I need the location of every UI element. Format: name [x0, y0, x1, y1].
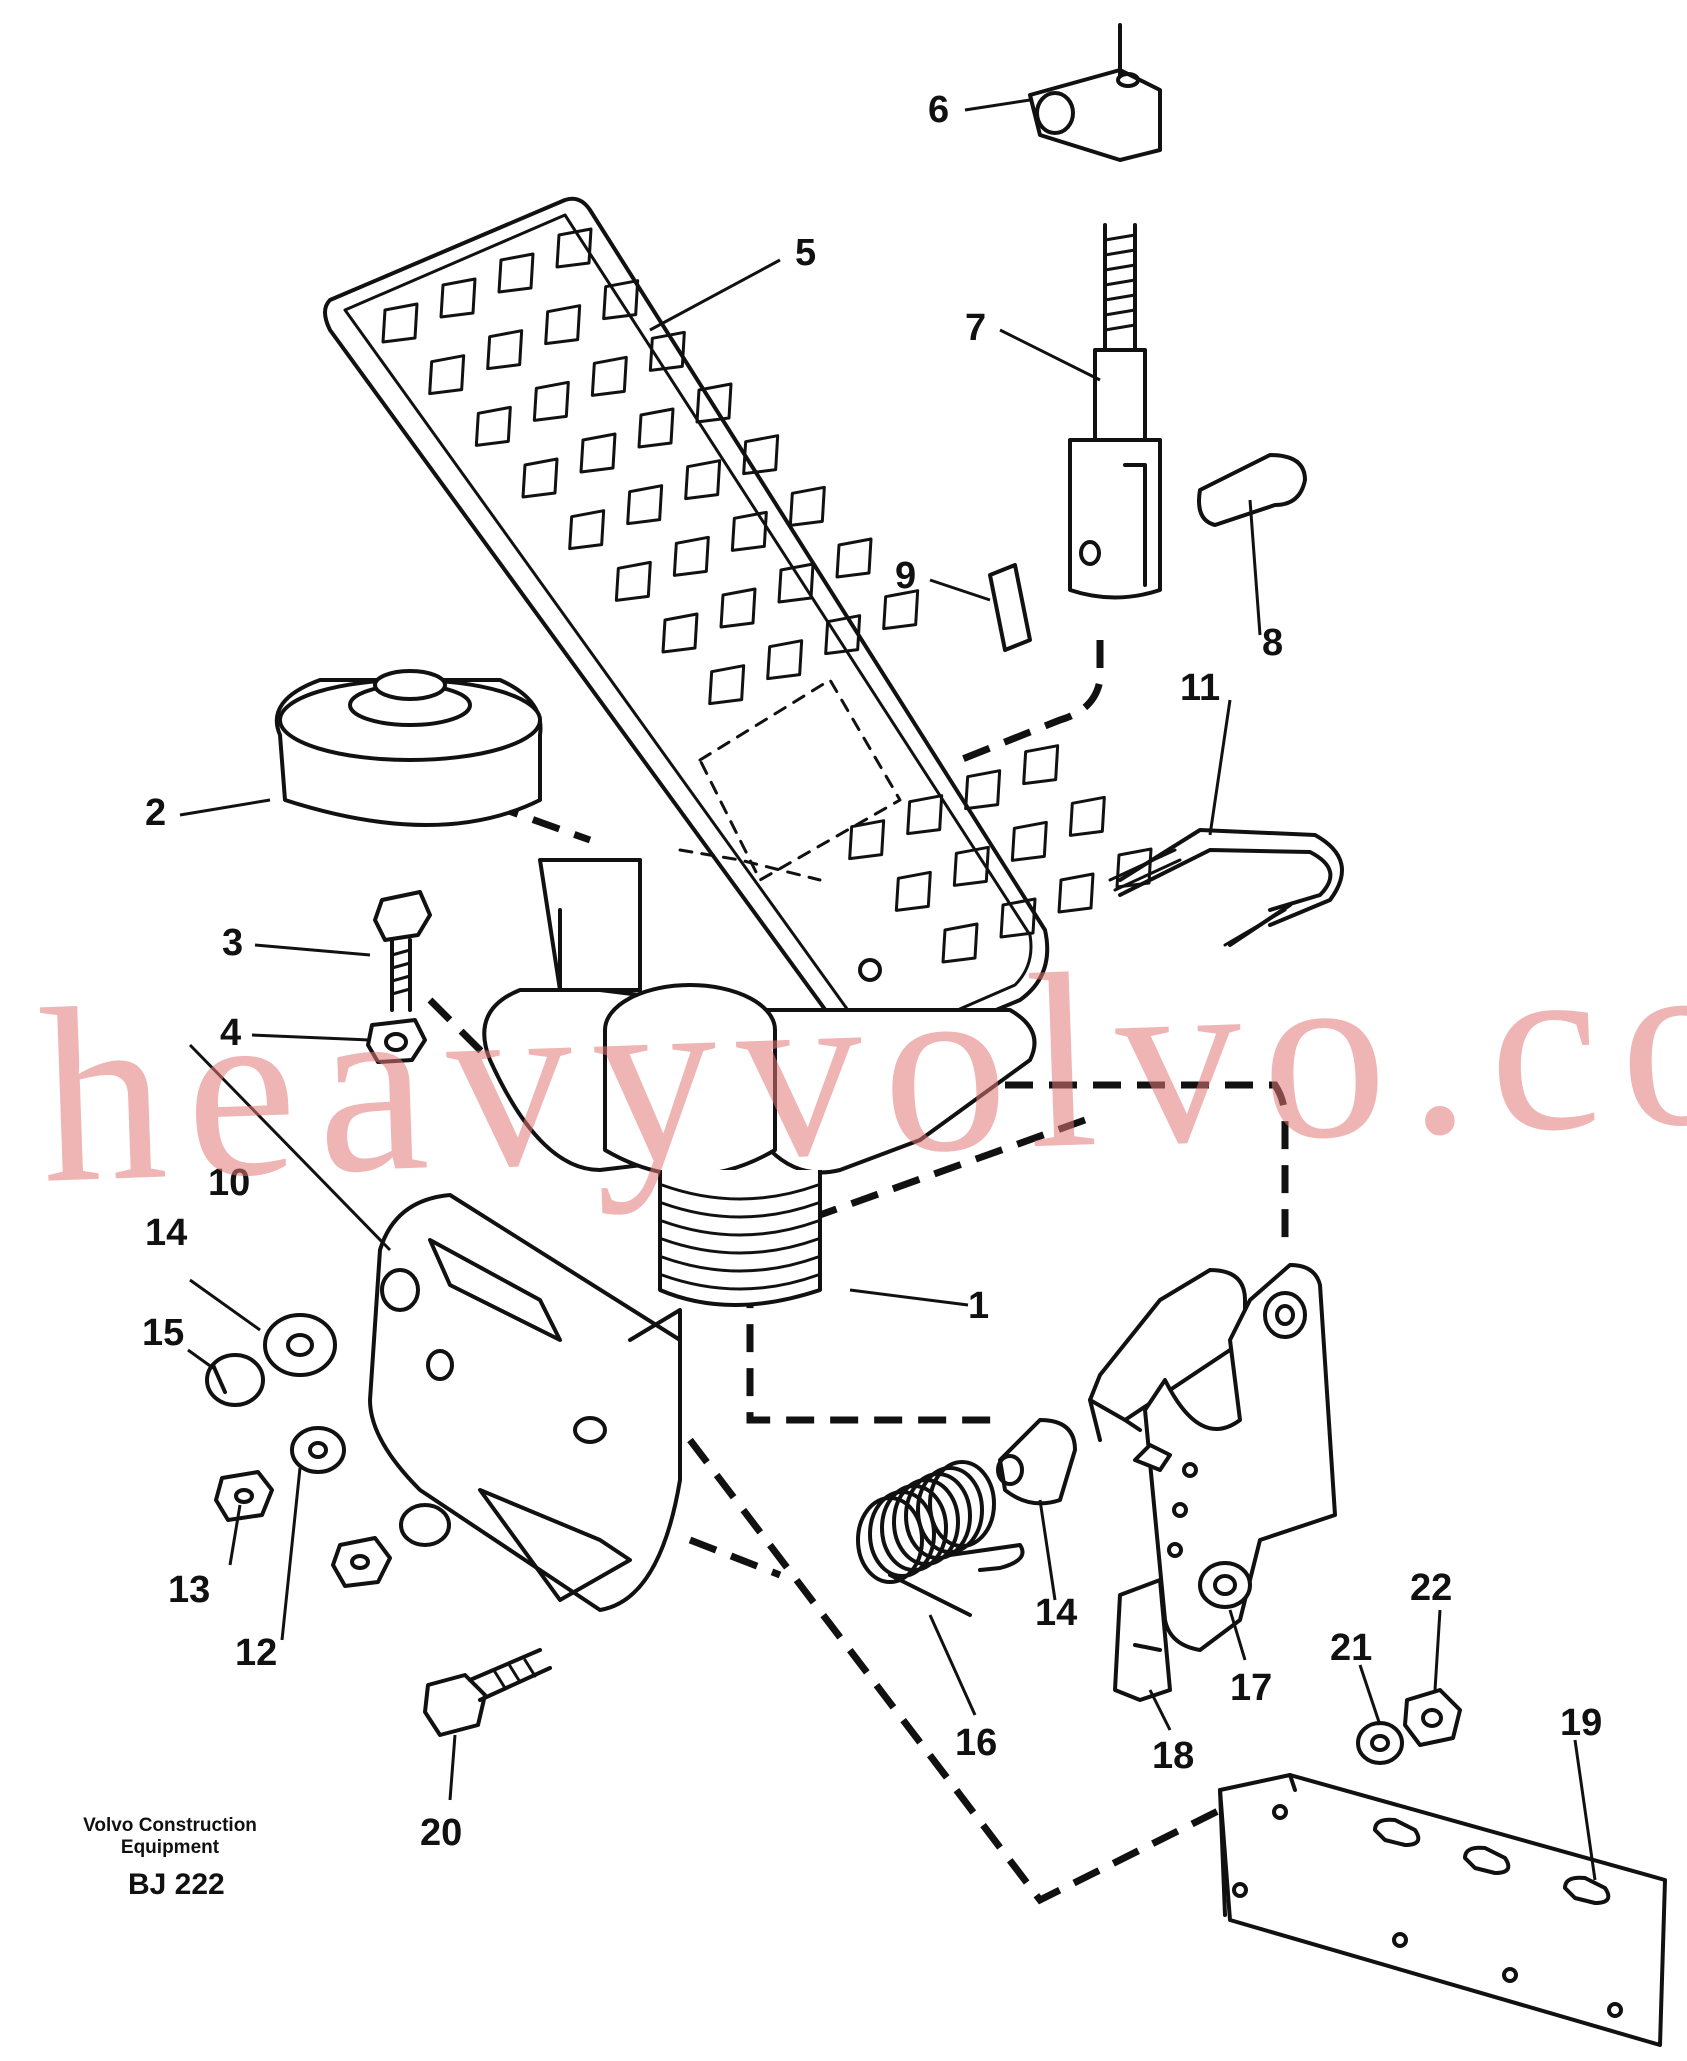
- grip-cell: [882, 589, 920, 631]
- ring-line: [660, 1273, 820, 1291]
- ring-line: [660, 1201, 820, 1219]
- grip-cell: [684, 459, 722, 501]
- mounting-plate: [1218, 1688, 1667, 2047]
- grip-cell: [602, 279, 640, 321]
- rubber-bump-stop: [274, 669, 543, 827]
- grip-cell: [894, 870, 932, 912]
- callout-7: 7: [965, 307, 986, 349]
- callout-labels: 1 2 3 4 5 6 7 8 9 10 11 12 13 14 14 15 1…: [142, 89, 1602, 1854]
- callout-18: 18: [1152, 1735, 1194, 1777]
- leader-lines: [179, 98, 1597, 1881]
- callout-8: 8: [1262, 622, 1283, 664]
- grip-cell: [708, 664, 746, 706]
- callout-17: 17: [1230, 1667, 1272, 1709]
- grip-cell: [497, 252, 535, 294]
- return-spring: [856, 1460, 1025, 1617]
- grip-cell: [835, 537, 873, 579]
- grip-cell: [532, 380, 570, 422]
- grip-cell: [906, 794, 944, 836]
- grip-cell: [661, 612, 699, 654]
- manufacturer-caption: Volvo Construction Equipment: [80, 1815, 260, 1859]
- screw-and-nut: [366, 890, 432, 1064]
- callout-2: 2: [145, 792, 166, 834]
- grip-cell: [637, 407, 675, 449]
- callout-14a: 14: [145, 1212, 187, 1254]
- ring-line: [660, 1183, 820, 1201]
- callout-15: 15: [142, 1312, 184, 1354]
- grip-cell: [474, 405, 512, 447]
- washers-and-nuts: [205, 1313, 451, 1588]
- spring-rings: [660, 1183, 820, 1291]
- callout-5: 5: [795, 232, 816, 274]
- grip-cell: [824, 614, 862, 656]
- callout-11: 11: [1180, 667, 1220, 709]
- grip-cell: [719, 587, 757, 629]
- grip-cell: [941, 922, 979, 964]
- grip-cell: [730, 510, 768, 552]
- pedal-grip-pattern: [381, 227, 1153, 964]
- ring-line: [660, 1219, 820, 1237]
- grip-cell: [952, 845, 990, 887]
- lever-plate: [1088, 1263, 1337, 1702]
- grip-cell: [521, 457, 559, 499]
- grip-cell: [672, 535, 710, 577]
- spring-coil: [928, 1460, 996, 1548]
- callout-14b: 14: [1035, 1592, 1077, 1634]
- callout-12: 12: [235, 1632, 277, 1674]
- ring-line: [660, 1255, 820, 1273]
- callout-3: 3: [222, 922, 243, 964]
- grip-cell: [614, 560, 652, 602]
- callout-13: 13: [168, 1569, 210, 1611]
- grip-cell: [788, 485, 826, 527]
- rod-assembly: [988, 23, 1307, 652]
- grip-cell: [777, 562, 815, 604]
- grip-cell: [1057, 872, 1095, 914]
- grip-cell: [579, 432, 617, 474]
- callout-4: 4: [220, 1012, 241, 1054]
- cable: [1108, 828, 1344, 947]
- callout-16: 16: [955, 1722, 997, 1764]
- mounting-bracket: [368, 1193, 682, 1612]
- grip-cell: [486, 329, 524, 371]
- grip-cell: [695, 382, 733, 424]
- grip-cell: [428, 354, 466, 396]
- grip-cell: [1068, 795, 1106, 837]
- drawing-code: BJ 222: [128, 1868, 225, 1901]
- grip-cell: [766, 639, 804, 681]
- grip-cell: [1010, 820, 1048, 862]
- grip-cell: [568, 509, 606, 551]
- caption-line-2: Equipment: [120, 1837, 220, 1858]
- spring-coil: [916, 1466, 984, 1554]
- spacer-14: [996, 1418, 1077, 1506]
- callout-6: 6: [928, 89, 949, 131]
- callout-20: 20: [420, 1812, 462, 1854]
- grip-cell: [555, 227, 593, 269]
- grip-cell: [742, 434, 780, 476]
- grip-cell: [544, 304, 582, 346]
- grip-cell: [848, 819, 886, 861]
- grip-cell: [590, 355, 628, 397]
- grip-cell: [381, 302, 419, 344]
- ring-line: [660, 1237, 820, 1255]
- bolt-20: [423, 1648, 552, 1737]
- callout-1: 1: [968, 1285, 989, 1327]
- grip-cell: [1022, 744, 1060, 786]
- callout-10: 10: [208, 1162, 250, 1204]
- grip-cell: [439, 277, 477, 319]
- callout-22: 22: [1410, 1567, 1452, 1609]
- grip-cell: [964, 769, 1002, 811]
- grip-cell: [648, 330, 686, 372]
- grip-cell: [999, 897, 1037, 939]
- grip-cell: [626, 484, 664, 526]
- caption-line-1: Volvo Construction: [83, 1815, 257, 1836]
- pedal-base: [482, 858, 1037, 1307]
- callout-21: 21: [1330, 1627, 1372, 1669]
- pedal-pad: [323, 196, 1153, 1055]
- callout-9: 9: [895, 555, 916, 597]
- callout-19: 19: [1560, 1702, 1602, 1744]
